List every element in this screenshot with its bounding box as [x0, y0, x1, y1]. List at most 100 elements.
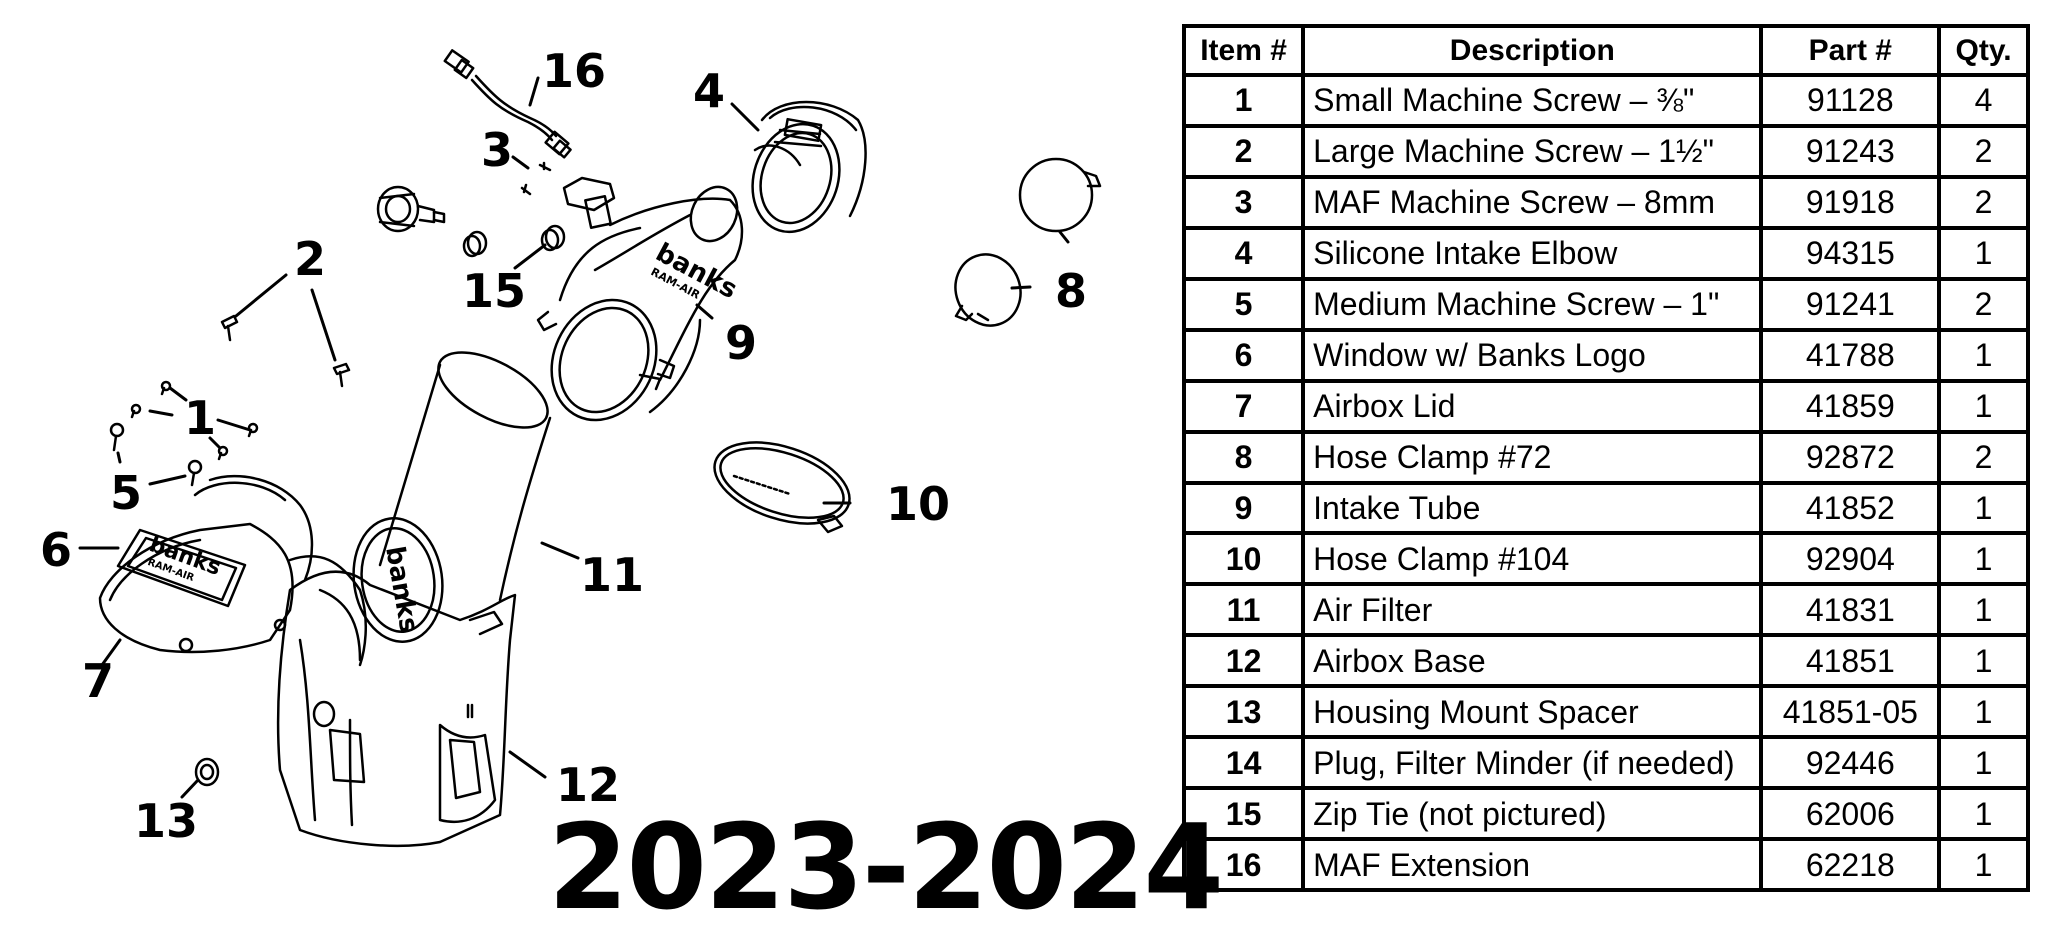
cell-quantity: 1 [1937, 225, 2030, 281]
cell-item-number: 14 [1181, 735, 1306, 791]
banks-logo-filter: banks [379, 544, 424, 635]
cell-quantity: 1 [1937, 378, 2030, 434]
banks-logo-window: banks RAM-AIR [146, 532, 224, 584]
cell-part-number: 62006 [1759, 786, 1942, 842]
large-machine-screw-part [220, 314, 351, 388]
cell-part-number: 41831 [1759, 582, 1942, 638]
callout-3: 3 [481, 123, 514, 177]
intake-tube-part [536, 185, 744, 422]
cell-part-number: 94315 [1759, 225, 1942, 281]
cell-part-number: 41851 [1759, 633, 1942, 689]
cell-description: MAF Extension [1301, 837, 1764, 892]
cell-description: Plug, Filter Minder (if needed) [1301, 735, 1764, 791]
logo-text-banks-filter: banks [379, 544, 424, 635]
airbox-base-part [276, 570, 517, 848]
cell-part-number: 92446 [1759, 735, 1942, 791]
window-banks-logo-part [116, 528, 247, 608]
cell-item-number: 1 [1181, 73, 1306, 128]
cell-quantity: 1 [1937, 531, 2030, 587]
callout-8: 8 [1055, 264, 1088, 318]
cell-quantity: 2 [1937, 174, 2030, 230]
cell-part-number: 41859 [1759, 378, 1942, 434]
cell-item-number: 7 [1181, 378, 1306, 434]
cell-part-number: 92904 [1759, 531, 1942, 587]
cell-item-number: 10 [1181, 531, 1306, 587]
cell-part-number: 91128 [1759, 73, 1942, 128]
filter-minder-plug-part [376, 185, 446, 233]
cell-item-number: 13 [1181, 684, 1306, 740]
cell-description: Large Machine Screw – 1½" [1301, 123, 1764, 179]
cell-quantity: 1 [1937, 582, 2030, 638]
callout-5: 5 [110, 466, 143, 520]
airbox-lid-part [98, 474, 368, 667]
cell-description: Medium Machine Screw – 1" [1301, 276, 1764, 332]
header-part-number: Part # [1759, 24, 1942, 77]
grommet-part [462, 224, 566, 258]
leader-lines [78, 76, 1070, 799]
cell-description: Airbox Lid [1301, 378, 1764, 434]
cell-quantity: 1 [1937, 633, 2030, 689]
header-quantity: Qty. [1937, 24, 2030, 77]
cell-item-number: 3 [1181, 174, 1306, 230]
callout-9: 9 [725, 316, 758, 370]
cell-item-number: 9 [1181, 480, 1306, 536]
cell-part-number: 91918 [1759, 174, 1942, 230]
cell-part-number: 91243 [1759, 123, 1942, 179]
cell-part-number: 92872 [1759, 429, 1942, 485]
cell-item-number: 4 [1181, 225, 1306, 281]
cell-part-number: 91241 [1759, 276, 1942, 332]
cell-quantity: 1 [1937, 480, 2030, 536]
exploded-parts-diagram: banks RAM-AIR banks [78, 49, 1102, 848]
cell-item-number: 16 [1181, 837, 1306, 892]
cell-description: MAF Machine Screw – 8mm [1301, 174, 1764, 230]
callout-2: 2 [294, 232, 327, 286]
cell-description: Silicone Intake Elbow [1301, 225, 1764, 281]
hose-clamp-104-part [713, 441, 851, 534]
header-description: Description [1301, 24, 1764, 77]
cell-description: Hose Clamp #104 [1301, 531, 1764, 587]
callout-10: 10 [886, 477, 951, 531]
cell-quantity: 2 [1937, 123, 2030, 179]
silicone-intake-elbow-part [751, 100, 867, 234]
callout-4: 4 [693, 64, 726, 118]
cell-part-number: 41852 [1759, 480, 1942, 536]
model-year-range: 2023-2024 [548, 798, 1224, 936]
cell-quantity: 4 [1937, 73, 2030, 128]
maf-sensor-part [562, 176, 616, 230]
cell-description: Intake Tube [1301, 480, 1764, 536]
cell-quantity: 1 [1937, 735, 2030, 791]
cell-quantity: 1 [1937, 837, 2030, 892]
cell-description: Window w/ Banks Logo [1301, 327, 1764, 383]
cell-item-number: 8 [1181, 429, 1306, 485]
callout-6: 6 [40, 523, 73, 577]
cell-quantity: 2 [1937, 429, 2030, 485]
cell-part-number: 41851-05 [1759, 684, 1942, 740]
cell-description: Air Filter [1301, 582, 1764, 638]
cell-item-number: 6 [1181, 327, 1306, 383]
cell-item-number: 11 [1181, 582, 1306, 638]
cell-description: Zip Tie (not pictured) [1301, 786, 1764, 842]
cell-quantity: 1 [1937, 327, 2030, 383]
callout-15: 15 [462, 264, 527, 318]
cell-item-number: 5 [1181, 276, 1306, 332]
cell-description: Housing Mount Spacer [1301, 684, 1764, 740]
maf-extension-harness-part [443, 49, 572, 159]
cell-item-number: 2 [1181, 123, 1306, 179]
cell-description: Hose Clamp #72 [1301, 429, 1764, 485]
callout-7: 7 [82, 654, 115, 708]
cell-part-number: 62218 [1759, 837, 1942, 892]
